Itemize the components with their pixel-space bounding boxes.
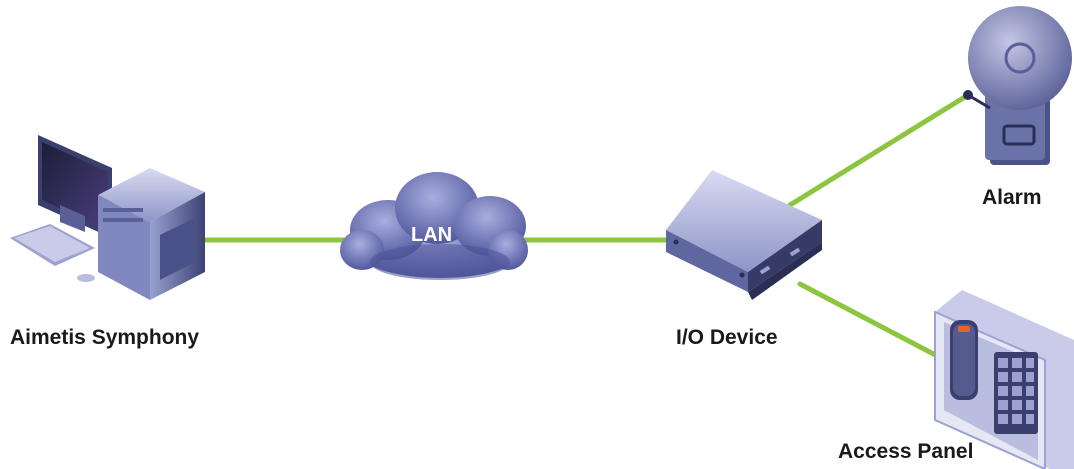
connection-lines <box>202 92 971 363</box>
cloud-icon <box>340 172 528 280</box>
bell-icon <box>963 6 1072 165</box>
symphony-label: Aimetis Symphony <box>10 326 200 349</box>
access-panel-label: Access Panel <box>838 440 974 463</box>
io-box-icon <box>666 170 822 300</box>
alarm-label: Alarm <box>982 186 1042 209</box>
link-io-access <box>797 281 948 363</box>
io-device-label: I/O Device <box>676 326 778 349</box>
computer-icon <box>10 135 205 300</box>
lan-label: LAN <box>411 224 453 246</box>
keypad-icon <box>934 290 1074 469</box>
link-io-alarm <box>787 92 971 208</box>
